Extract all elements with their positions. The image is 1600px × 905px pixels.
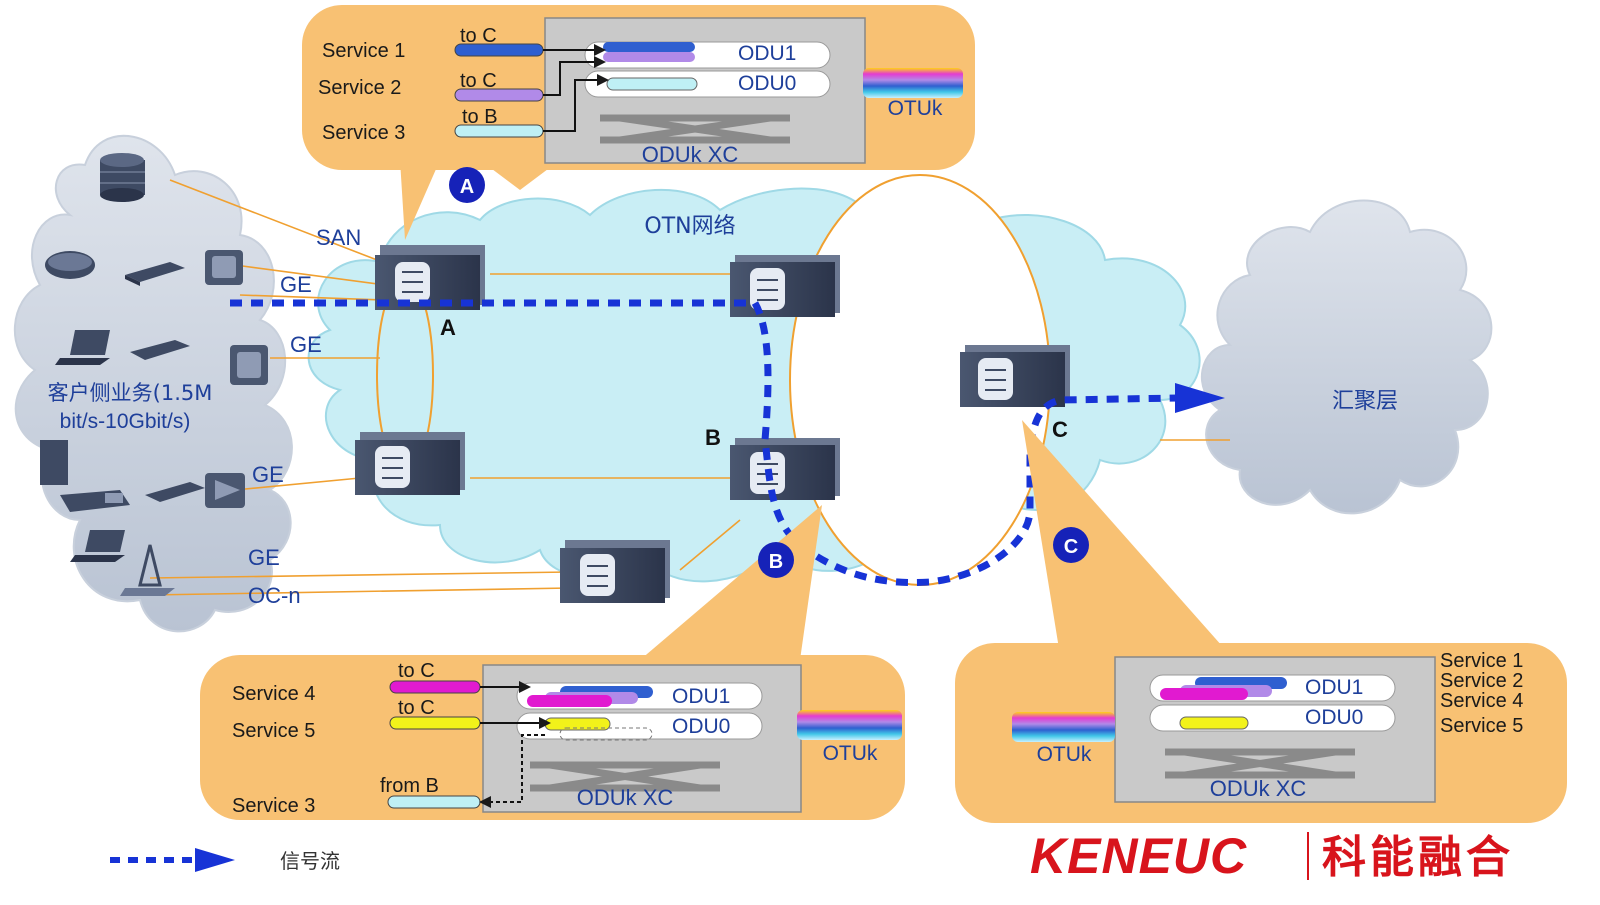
xc-cross-icon xyxy=(600,114,790,144)
odu1-label: ODU1 xyxy=(672,685,730,708)
service-label: Service 3 xyxy=(232,795,315,817)
service-destination: to C xyxy=(398,697,435,719)
link-labels: SAN GE GE GE GE OC-n xyxy=(248,225,361,608)
signal-arrowhead xyxy=(1175,383,1225,413)
xc-cross-icon xyxy=(1165,748,1355,779)
ge-label: GE xyxy=(290,332,322,357)
otuk-fiber xyxy=(863,68,963,98)
otn-node-b xyxy=(730,438,840,500)
service-destination: to C xyxy=(460,25,497,47)
service-label: Service 2 xyxy=(1440,670,1523,692)
service-list: Service 4 Service 5 Service 3 to C to C … xyxy=(232,660,481,817)
callout-c-badge-label: C xyxy=(1064,536,1078,558)
service-routing-arrows xyxy=(543,44,609,132)
service-label: Service 4 xyxy=(232,683,315,705)
odu0-label: ODU0 xyxy=(672,715,730,738)
callout-b: B ODU1 ODU0 ODUk XC OTUk Service 4 Servi… xyxy=(200,505,905,820)
odu1-label: ODU1 xyxy=(1305,676,1363,699)
oc-n-label: OC-n xyxy=(248,583,301,608)
service-label: Service 3 xyxy=(322,122,405,144)
otuk-label: OTUk xyxy=(823,742,878,765)
antenna-icon xyxy=(120,544,175,596)
monitor-icon xyxy=(40,440,68,485)
callout-a-badge-label: A xyxy=(460,176,474,198)
ge-label: GE xyxy=(248,545,280,570)
switch-icon xyxy=(145,482,205,502)
callout-b-badge-label: B xyxy=(769,551,783,573)
laptop-icon xyxy=(55,330,110,365)
otuk-fiber xyxy=(1012,712,1115,742)
otn-node xyxy=(730,255,840,317)
odu0-label: ODU0 xyxy=(1305,706,1363,729)
callout-c: C ODU1 ODU0 ODUk XC OTUk Service 1 Servi… xyxy=(955,420,1567,823)
xc-label: ODUk XC xyxy=(642,142,739,167)
otn-node-c xyxy=(960,345,1070,407)
service-destination: to C xyxy=(398,660,435,682)
service-label: Service 1 xyxy=(322,40,405,62)
service-destination: from B xyxy=(380,775,439,797)
switch-icon xyxy=(125,262,185,286)
service-destination: to C xyxy=(460,70,497,92)
legend: 信号流 xyxy=(110,848,340,873)
client-devices: 客户侧业务(1.5M bit/s-10Gbit/s) xyxy=(40,153,268,596)
service-label: Service 5 xyxy=(1440,715,1523,737)
otuk-label: OTUk xyxy=(888,97,943,120)
ge-label: GE xyxy=(252,462,284,487)
router-icon xyxy=(45,251,95,279)
laptop-icon xyxy=(70,530,125,562)
client-node-icon xyxy=(205,250,243,285)
amplifier-icon xyxy=(205,473,245,508)
otuk-label: OTUk xyxy=(1037,743,1092,766)
odu0-label: ODU0 xyxy=(738,72,796,95)
legend-signal-flow-label: 信号流 xyxy=(280,849,340,873)
otn-network-label: OTN网络 xyxy=(644,214,735,239)
callout-c-badge xyxy=(1053,527,1089,563)
keneuc-logo: KENEUC 科能融合 xyxy=(1030,828,1514,884)
aggregation-label: 汇聚层 xyxy=(1332,389,1398,414)
xc-label: ODUk XC xyxy=(577,785,674,810)
otn-node xyxy=(560,540,670,603)
logo-brand: KENEUC xyxy=(1030,828,1247,884)
service-label: Service 5 xyxy=(232,720,315,742)
node-b-label: B xyxy=(705,425,721,450)
xc-label: ODUk XC xyxy=(1210,776,1307,801)
service-routing-arrows xyxy=(479,681,551,808)
callout-a: A ODU1 ODU0 ODUk XC OTUk Service 1 Servi… xyxy=(302,5,975,240)
ge-label: GE xyxy=(280,272,312,297)
aggregation-cloud: 汇聚层 xyxy=(1201,199,1493,515)
service-list: Service 1 Service 2 Service 3 to C to C … xyxy=(318,25,544,144)
service-label: Service 4 xyxy=(1440,690,1523,712)
callout-a-badge xyxy=(449,167,485,203)
service-list: Service 1 Service 2 Service 4 Service 5 xyxy=(1440,650,1523,737)
client-services-label-line1: 客户侧业务(1.5M xyxy=(48,381,213,405)
client-node-icon xyxy=(230,345,268,385)
phone-icon xyxy=(60,490,130,512)
otn-node xyxy=(355,432,465,495)
odu1-label: ODU1 xyxy=(738,42,796,65)
xc-cross-icon xyxy=(530,761,720,792)
service-label: Service 1 xyxy=(1440,650,1523,672)
service-label: Service 2 xyxy=(318,77,401,99)
node-c-label: C xyxy=(1052,417,1068,442)
fiber-links xyxy=(149,179,1230,596)
node-a-label: A xyxy=(440,315,456,340)
client-services-label-line2: bit/s-10Gbit/s) xyxy=(60,410,191,433)
otn-nodes: A B C xyxy=(355,245,1070,603)
logo-brand-cn: 科能融合 xyxy=(1322,832,1514,883)
switch-icon xyxy=(130,340,190,360)
storage-icon xyxy=(100,153,145,202)
san-label: SAN xyxy=(316,225,361,250)
otuk-fiber xyxy=(797,710,902,740)
callout-b-badge xyxy=(758,542,794,578)
service-destination: to B xyxy=(462,106,498,128)
